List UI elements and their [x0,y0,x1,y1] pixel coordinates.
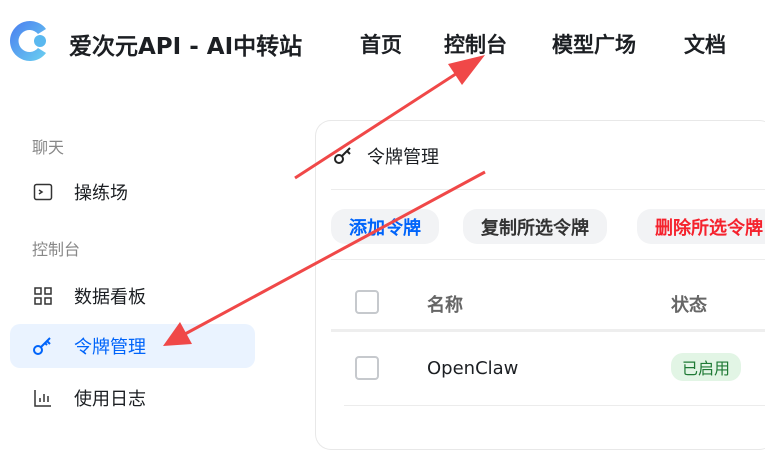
sidebar-item-label: 数据看板 [74,287,146,308]
column-header-name[interactable]: 名称 [427,295,463,316]
sidebar-item-token-management[interactable]: 令牌管理 [10,324,255,368]
delete-selected-tokens-button[interactable]: 删除所选令牌 [637,209,765,244]
select-all-checkbox[interactable] [355,290,379,314]
sidebar-group-chat: 聊天 [32,138,65,157]
copy-selected-tokens-button[interactable]: 复制所选令牌 [463,209,607,244]
divider [331,189,765,190]
content-card [315,120,765,450]
nav-docs[interactable]: 文档 [684,33,726,57]
terminal-icon [32,181,54,203]
dashboard-grid-icon [32,285,54,307]
key-icon [334,147,351,164]
status-badge: 已启用 [671,353,742,381]
sidebar-item-usage-logs[interactable]: 使用日志 [10,376,255,420]
brand-title[interactable]: 爱次元API - AI中转站 [69,34,303,60]
key-icon [32,335,54,357]
row-checkbox[interactable] [355,356,379,380]
divider [344,405,765,406]
sidebar-item-label: 令牌管理 [74,337,146,358]
table-header-divider [331,329,765,332]
nav-console[interactable]: 控制台 [444,33,507,57]
column-header-status[interactable]: 状态 [671,295,707,316]
nav-home[interactable]: 首页 [360,33,402,57]
card-title: 令牌管理 [333,143,439,169]
divider [331,259,765,260]
sidebar-group-console: 控制台 [32,240,81,259]
bar-chart-icon [32,387,54,409]
add-token-button[interactable]: 添加令牌 [331,209,439,244]
page-title: 令牌管理 [367,147,439,168]
nav-model-square[interactable]: 模型广场 [552,33,636,57]
sidebar-item-label: 使用日志 [74,389,146,410]
sidebar-item-label: 操练场 [74,183,128,204]
token-name: OpenClaw [427,358,519,379]
top-header: 爱次元API - AI中转站 首页 控制台 模型广场 文档 [0,0,765,86]
sidebar-item-playground[interactable]: 操练场 [10,170,255,214]
logo-icon [10,21,46,61]
sidebar-item-dashboard[interactable]: 数据看板 [10,274,255,318]
